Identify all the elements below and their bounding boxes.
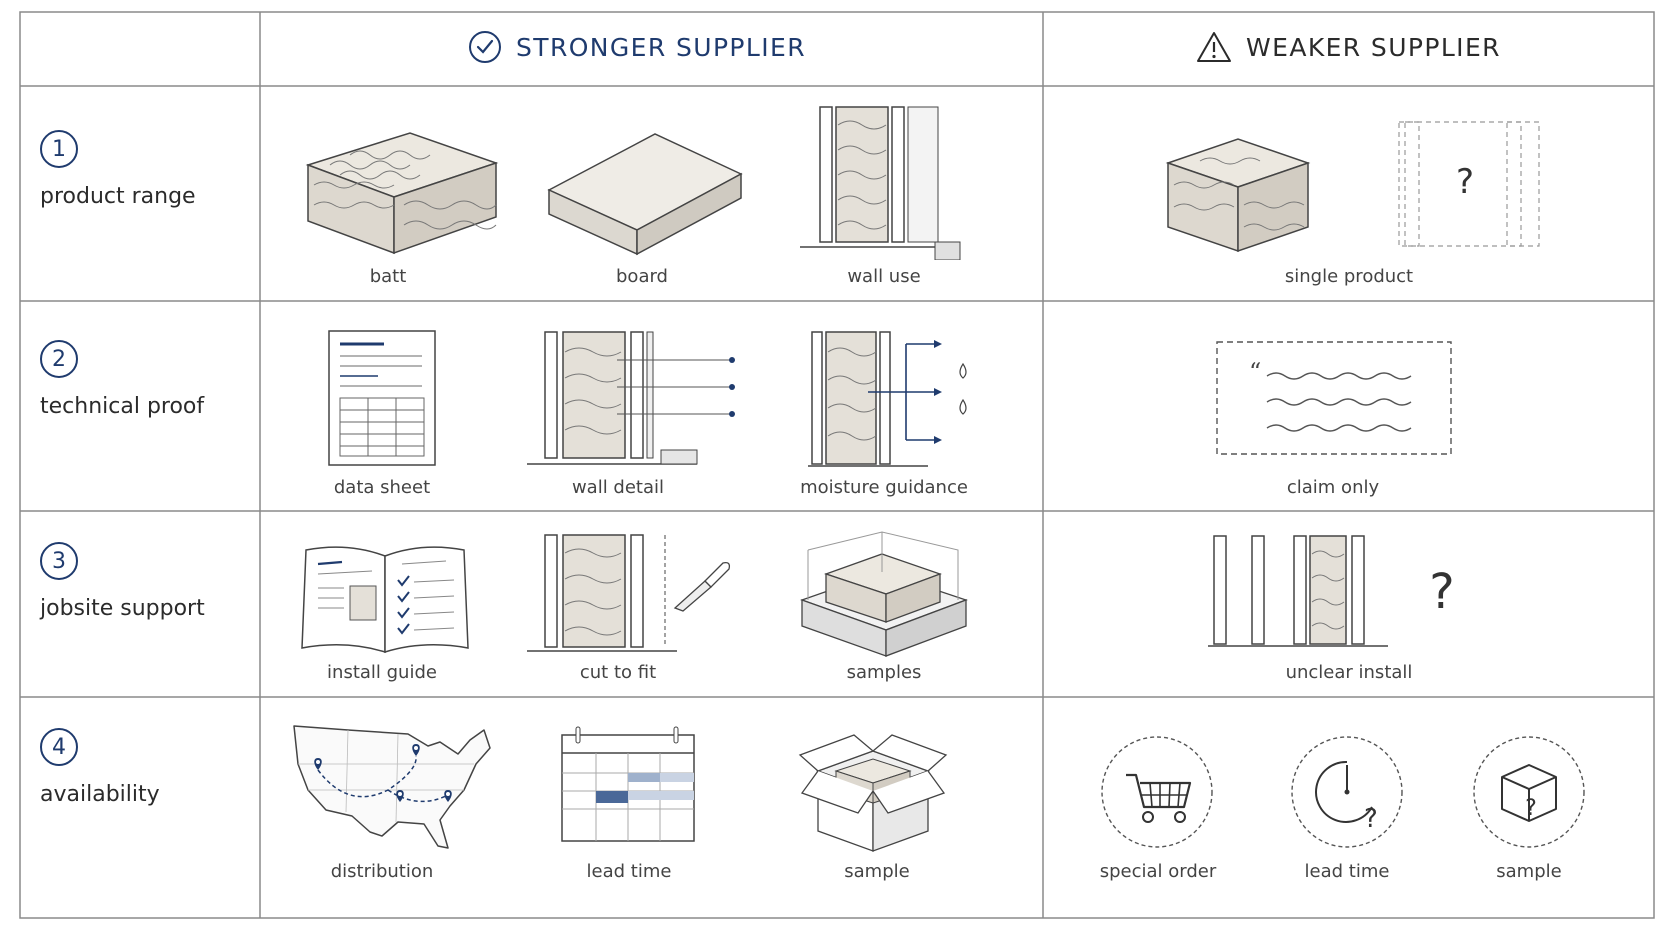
board-insulation-icon	[547, 133, 743, 256]
caption-single-product: single product	[1284, 266, 1414, 287]
question-mark-text: ?	[1364, 804, 1378, 834]
caption-sample-weak: sample	[1496, 861, 1562, 882]
question-mark-icon: ?	[1429, 564, 1454, 620]
caption-lead-time: lead time	[586, 861, 672, 882]
caption-wall-detail: wall detail	[571, 477, 665, 498]
caption-lead-time-weak: lead time	[1304, 861, 1390, 882]
caption-install-guide: install guide	[327, 662, 437, 683]
row-label-product-range: 1 product range	[40, 130, 196, 209]
special-order-cart-icon	[1101, 736, 1213, 848]
question-mark-text: ?	[1456, 162, 1474, 202]
question-mark-text: ?	[1429, 564, 1454, 620]
quote-mark-text: “	[1249, 358, 1261, 386]
cut-to-fit-icon	[527, 534, 731, 652]
row-number-badge: 1	[40, 130, 78, 168]
stronger-title: STRONGER SUPPLIER	[516, 32, 806, 62]
row-label-technical-proof: 2 technical proof	[40, 340, 204, 419]
install-guide-icon	[301, 546, 469, 654]
header-weaker-supplier: WEAKER SUPPLIER	[1196, 30, 1501, 64]
caption-claim-only: claim only	[1286, 477, 1380, 498]
batt-insulation-icon	[305, 132, 499, 255]
caption-special-order: special order	[1099, 861, 1217, 882]
wall-use-icon	[800, 106, 961, 260]
caption-wall-use: wall use	[847, 266, 921, 287]
caption-cut-to-fit: cut to fit	[579, 662, 657, 683]
sample-unknown-box-icon: ?	[1473, 736, 1585, 848]
data-sheet-icon	[328, 330, 436, 466]
row-label-jobsite-support: 3 jobsite support	[40, 542, 205, 621]
moisture-guidance-icon	[808, 331, 967, 467]
samples-box-icon	[800, 531, 968, 657]
unknown-wall-use-icon: ?	[1398, 121, 1540, 247]
row-title: jobsite support	[40, 596, 205, 621]
row-label-availability: 4 availability	[40, 728, 160, 807]
caption-samples: samples	[846, 662, 922, 683]
check-circle-icon	[469, 31, 501, 63]
sample-box-icon	[798, 734, 948, 852]
caption-distribution: distribution	[330, 861, 434, 882]
weaker-title: WEAKER SUPPLIER	[1246, 32, 1501, 62]
caption-batt: batt	[369, 266, 407, 287]
warning-triangle-icon	[1197, 32, 1231, 62]
row-number-badge: 2	[40, 340, 78, 378]
caption-unclear-install: unclear install	[1285, 662, 1413, 683]
header-stronger-supplier: STRONGER SUPPLIER	[468, 30, 806, 64]
row-number-badge: 4	[40, 728, 78, 766]
row-title: technical proof	[40, 394, 205, 419]
caption-board: board	[616, 266, 668, 287]
question-mark-text: ?	[1525, 796, 1537, 821]
row-number-badge: 3	[40, 542, 78, 580]
lead-time-calendar-icon	[561, 726, 695, 842]
row-title: availability	[40, 782, 160, 807]
distribution-map-icon	[293, 725, 491, 849]
caption-sample: sample	[844, 861, 910, 882]
claim-only-quote-icon: “	[1216, 341, 1452, 455]
wall-detail-icon	[527, 331, 735, 465]
single-batt-icon	[1165, 138, 1311, 253]
lead-time-clock-icon: ?	[1291, 736, 1403, 848]
unclear-install-wall-icon	[1208, 535, 1388, 647]
caption-moisture-guidance: moisture guidance	[800, 477, 968, 498]
row-title: product range	[40, 184, 196, 209]
caption-data-sheet: data sheet	[333, 477, 431, 498]
